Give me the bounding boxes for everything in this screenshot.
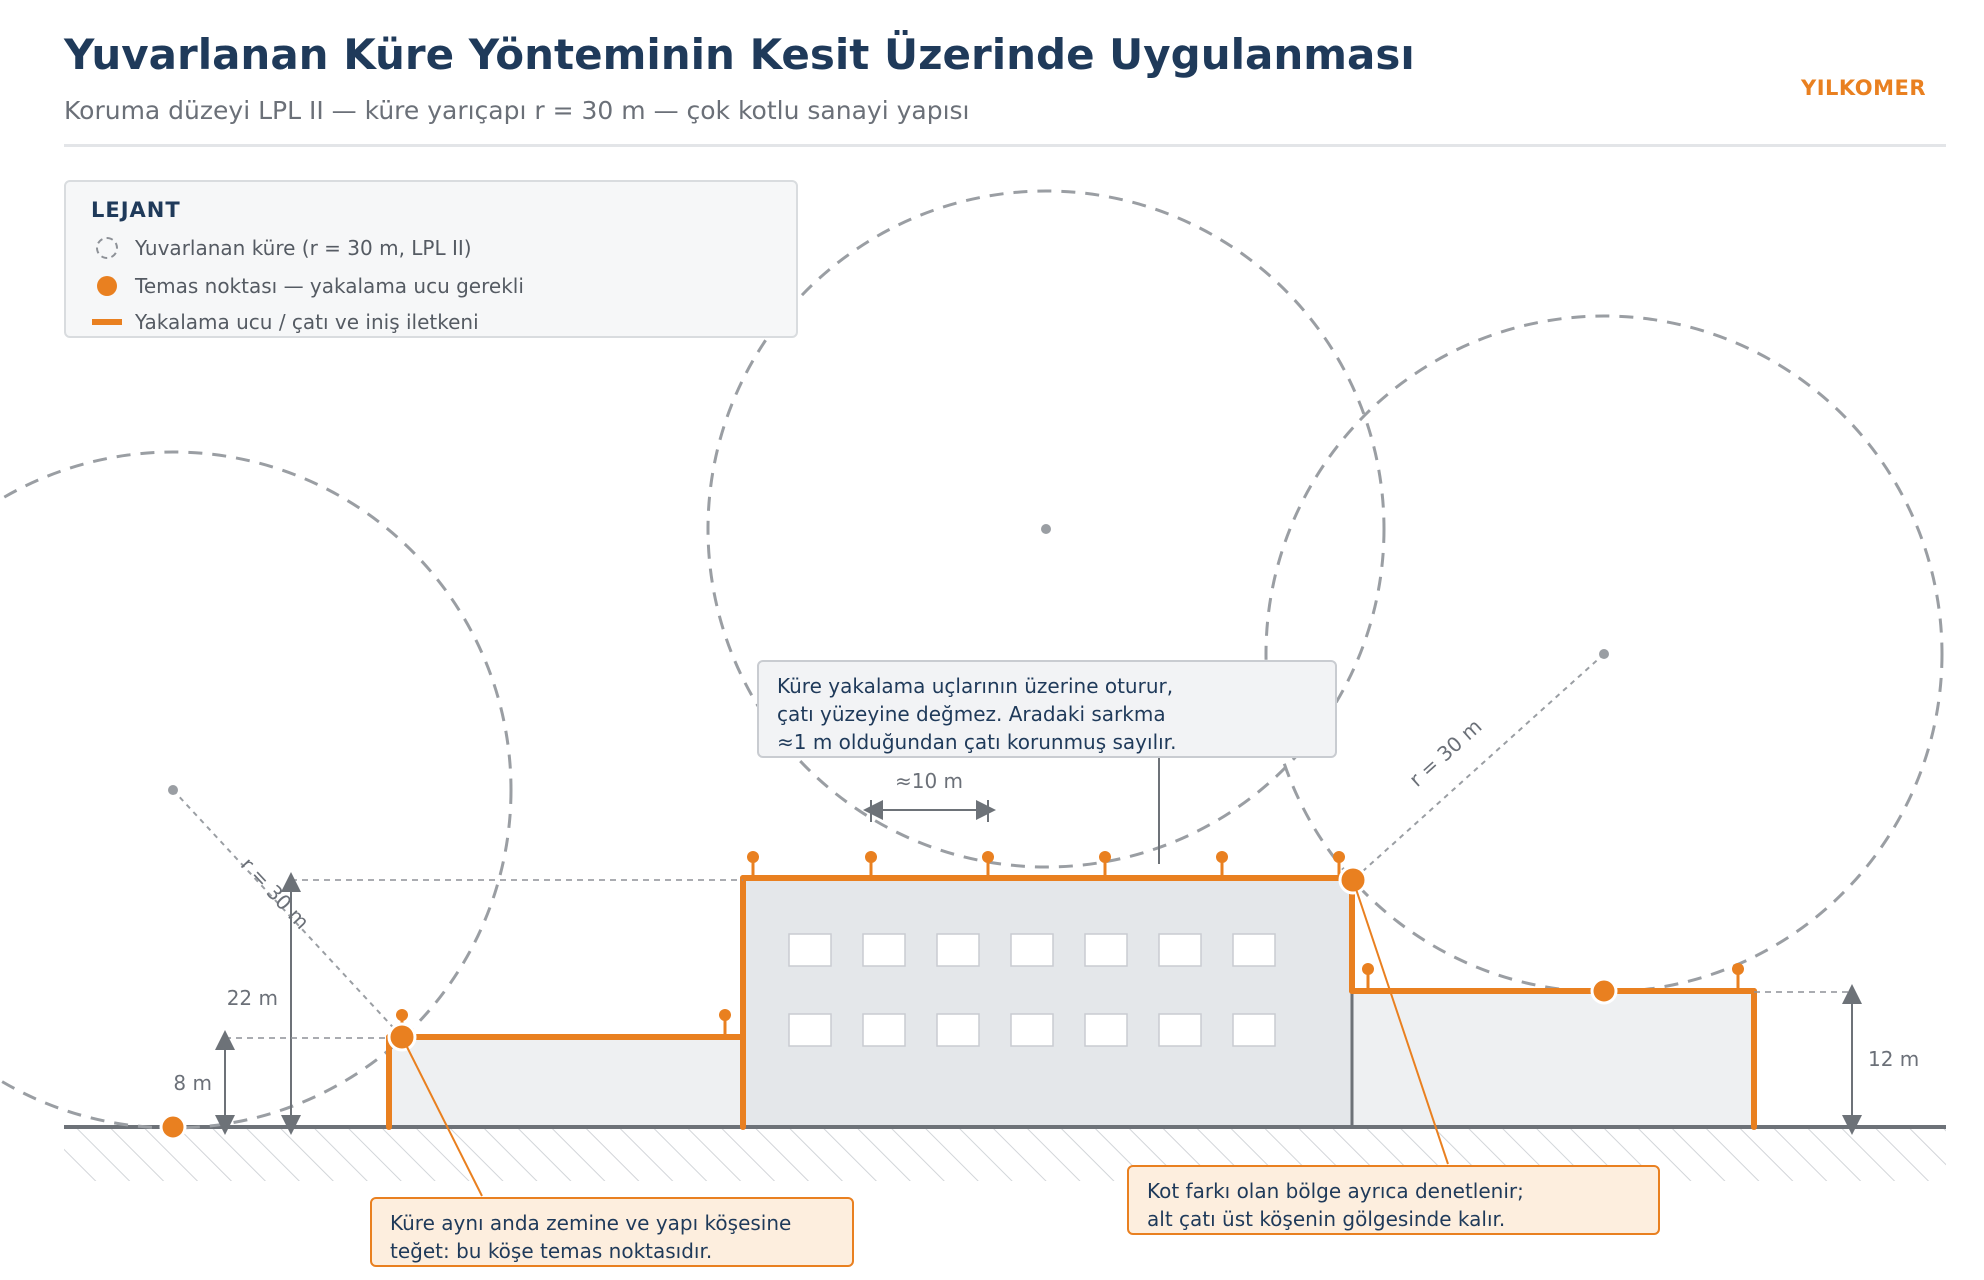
air-terminal-tip: [1099, 851, 1111, 863]
sphere-top-center: [1041, 524, 1051, 534]
sphere-left: [0, 450, 513, 1130]
window: [788, 933, 832, 967]
legend-label-conductor: Yakalama ucu / çatı ve iniş iletkeni: [135, 310, 479, 334]
ground-hatch: [64, 1127, 1946, 1181]
legend: LEJANT Yuvarlanan küre (r = 30 m, LPL II…: [64, 180, 798, 338]
window: [936, 1013, 980, 1047]
air-terminal-tip: [982, 851, 994, 863]
dashed-circle-icon: [96, 237, 118, 259]
contact-point-ground: [159, 1113, 187, 1141]
leader-bottom-left: [401, 1036, 483, 1197]
dim-8m-label: 8 m: [173, 1071, 212, 1095]
air-terminal-tip: [719, 1009, 731, 1021]
main-building: [743, 878, 1352, 1127]
windows: [788, 933, 1276, 1047]
window: [862, 933, 906, 967]
note-bottom-left: Küre aynı anda zemine ve yapı köşesine t…: [370, 1197, 854, 1267]
air-terminal-tip: [1362, 963, 1374, 975]
header-divider: [64, 144, 1946, 147]
window: [1084, 1013, 1128, 1047]
window: [1232, 933, 1276, 967]
page-title: Yuvarlanan Küre Yönteminin Kesit Üzerind…: [64, 30, 1415, 79]
right-building: [1352, 991, 1754, 1127]
window: [1084, 933, 1128, 967]
contact-point-right-roof: [1590, 977, 1618, 1005]
dim-spacing-label: ≈10 m: [895, 769, 963, 793]
note-bottom-left-line-2: teğet: bu köşe temas noktasıdır.: [390, 1239, 713, 1263]
window: [1010, 1013, 1054, 1047]
note-bottom-right-line-2: alt çatı üst köşenin gölgesinde kalır.: [1147, 1207, 1506, 1231]
legend-label-sphere: Yuvarlanan küre (r = 30 m, LPL II): [135, 236, 472, 260]
legend-title: LEJANT: [91, 198, 181, 222]
air-terminal-tip: [396, 1009, 408, 1021]
window: [862, 1013, 906, 1047]
legend-item-contact: Temas noktası — yakalama ucu gerekli: [91, 272, 524, 300]
air-terminal-tip: [1216, 851, 1228, 863]
air-terminal-tip: [1732, 963, 1744, 975]
conductor-line-icon: [92, 319, 122, 325]
note-top-line-1: Küre yakalama uçlarının üzerine oturur,: [777, 674, 1174, 698]
note-bottom-right-line-1: Kot farkı olan bölge ayrıca denetlenir;: [1147, 1179, 1524, 1203]
dim-12m-label: 12 m: [1868, 1047, 1919, 1071]
air-terminal-tip: [1333, 851, 1345, 863]
air-terminal-tip: [865, 851, 877, 863]
note-top-line-2: çatı yüzeyine değmez. Aradaki sarkma: [777, 702, 1166, 726]
radius-line-right: [1352, 653, 1605, 881]
air-terminals: [396, 851, 1744, 1037]
contact-dot-icon: [97, 276, 117, 296]
radius-label-left: r = 30 m: [236, 853, 314, 934]
note-top-line-3: ≈1 m olduğundan çatı korunmuş sayılır.: [777, 730, 1177, 754]
legend-item-sphere: Yuvarlanan küre (r = 30 m, LPL II): [91, 234, 472, 262]
sphere-top: [706, 189, 1386, 869]
window: [788, 1013, 832, 1047]
window: [1232, 1013, 1276, 1047]
note-bottom-left-line-1: Küre aynı anda zemine ve yapı köşesine: [390, 1211, 792, 1235]
radius-line-left: [172, 789, 403, 1038]
window: [1010, 933, 1054, 967]
leader-bottom-right: [1352, 879, 1449, 1165]
page-subtitle: Koruma düzeyi LPL II — küre yarıçapı r =…: [64, 96, 970, 125]
note-top: Küre yakalama uçlarının üzerine oturur, …: [757, 660, 1337, 758]
legend-item-conductor: Yakalama ucu / çatı ve iniş iletkeni: [91, 308, 479, 336]
radius-label-right: r = 30 m: [1404, 714, 1486, 791]
dim-22m-label: 22 m: [227, 986, 278, 1010]
window: [1158, 1013, 1202, 1047]
brand-logo: YILKOMER: [1801, 76, 1926, 100]
window: [936, 933, 980, 967]
left-low-building: [389, 1037, 743, 1127]
air-terminal-tip: [747, 851, 759, 863]
conductor-system: [386, 875, 1757, 1130]
window: [1158, 933, 1202, 967]
note-bottom-right: Kot farkı olan bölge ayrıca denetlenir; …: [1127, 1165, 1660, 1235]
legend-label-contact: Temas noktası — yakalama ucu gerekli: [135, 274, 524, 298]
